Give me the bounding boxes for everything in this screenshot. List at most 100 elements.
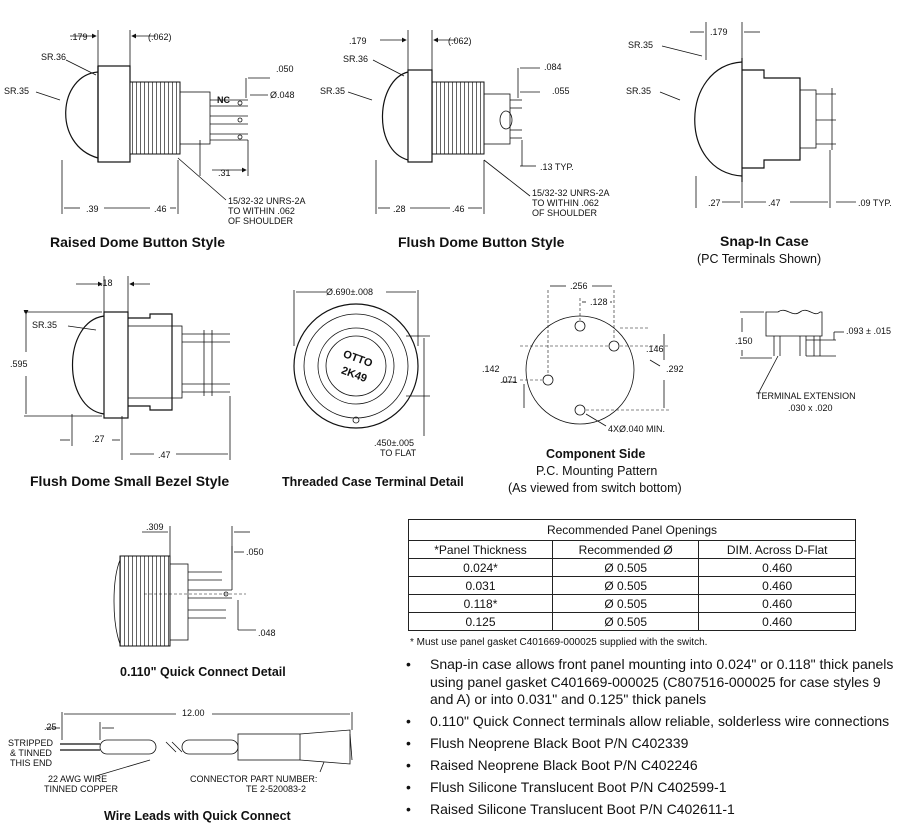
- list-item: Flush Neoprene Black Boot P/N C402339: [404, 735, 894, 753]
- raised-sr36: SR.36: [41, 52, 66, 62]
- snap-in-title: Snap-In Case: [720, 233, 809, 249]
- terminal-ext-drawing: [740, 309, 844, 395]
- pcb-dim-071: .071: [500, 375, 518, 385]
- table-row: 0.031 Ø 0.505 0.460: [408, 576, 856, 595]
- raised-dim-179: .179: [70, 32, 88, 42]
- flush-dim-179: .179: [349, 36, 367, 46]
- flush-dim-062: (.062): [448, 36, 472, 46]
- pcb-hole: [574, 320, 586, 332]
- raised-dim-050: .050: [276, 64, 294, 74]
- threaded-flat-2: TO FLAT: [380, 448, 417, 458]
- qc-dim-309: .309: [146, 522, 164, 532]
- panel-table-header: DIM. Across D-Flat: [698, 540, 856, 559]
- table-cell: Ø 0.505: [551, 612, 700, 631]
- list-item: Flush Silicone Translucent Boot P/N C402…: [404, 779, 894, 797]
- table-cell: Ø 0.505: [551, 594, 700, 613]
- bezel-sr35: SR.35: [32, 320, 57, 330]
- table-row: 0.125 Ø 0.505 0.460: [408, 612, 856, 631]
- wire-stripped-1: STRIPPED: [8, 738, 54, 748]
- raised-thread-2: TO WITHIN .062: [228, 206, 295, 216]
- snap-in-subtitle: (PC Terminals Shown): [697, 252, 821, 266]
- flush-thread-3: OF SHOULDER: [532, 208, 598, 218]
- wire-stripped-3: THIS END: [10, 758, 53, 768]
- raised-thread-1: 15/32-32 UNRS-2A: [228, 196, 306, 206]
- raised-dim-31: .31: [218, 168, 231, 178]
- pcb-dim-292: .292: [666, 364, 684, 374]
- raised-dim-46: .46: [154, 204, 167, 214]
- ext-dim-150: .150: [735, 336, 753, 346]
- feature-list: Snap-in case allows front panel mounting…: [404, 656, 894, 823]
- ext-label-2: .030 x .020: [788, 403, 833, 413]
- panel-table-header-row: *Panel Thickness Recommended Ø DIM. Acro…: [408, 540, 856, 559]
- pcb-dim-128: .128: [590, 297, 608, 307]
- pcb-dim-256: .256: [570, 281, 588, 291]
- flush-sr36: SR.36: [343, 54, 368, 64]
- threaded-case-drawing: [293, 290, 430, 436]
- table-cell: Ø 0.505: [551, 558, 700, 577]
- component-side-subtitle: P.C. Mounting Pattern: [536, 464, 657, 478]
- raised-dim-048: Ø.048: [270, 90, 295, 100]
- wire-awg-2: TINNED COPPER: [44, 784, 119, 794]
- bezel-dim-27: .27: [92, 434, 105, 444]
- component-side-title: Component Side: [546, 447, 645, 461]
- table-cell: 0.460: [698, 576, 856, 595]
- flush-dim-084: .084: [544, 62, 562, 72]
- small-bezel-drawing: [23, 276, 231, 460]
- component-side-drawing: [502, 285, 670, 427]
- table-cell: 0.024*: [408, 558, 553, 577]
- flush-thread-1: 15/32-32 UNRS-2A: [532, 188, 610, 198]
- wire-dim-1200: 12.00: [182, 708, 205, 718]
- bezel-dim-47: .47: [158, 450, 171, 460]
- table-cell: 0.125: [408, 612, 553, 631]
- wire-leads-title: Wire Leads with Quick Connect: [104, 809, 292, 823]
- quick-connect-title: 0.110" Quick Connect Detail: [120, 665, 286, 679]
- component-side-note: (As viewed from switch bottom): [508, 481, 682, 495]
- flush-dim-28: .28: [393, 204, 406, 214]
- qc-dim-050: .050: [246, 547, 264, 557]
- quick-connect-drawing: [113, 526, 256, 647]
- raised-thread-3: OF SHOULDER: [228, 216, 294, 226]
- flush-dome-drawing: [347, 30, 540, 214]
- wire-stripped-2: & TINNED: [10, 748, 52, 758]
- snap-sr35-mid: SR.35: [626, 86, 651, 96]
- list-item: Snap-in case allows front panel mounting…: [404, 656, 894, 709]
- flush-dim-055: .055: [552, 86, 570, 96]
- ext-dim-093: .093 ± .015: [846, 326, 891, 336]
- list-item: 0.110" Quick Connect terminals allow rel…: [404, 713, 894, 731]
- raised-dim-062: (.062): [148, 32, 172, 42]
- pcb-hole: [574, 404, 586, 416]
- list-item: Raised Silicone Translucent Boot P/N C40…: [404, 801, 894, 819]
- panel-openings-table: Recommended Panel Openings *Panel Thickn…: [408, 519, 856, 631]
- table-cell: 0.118*: [408, 594, 553, 613]
- raised-nc-mark: NC: [217, 95, 230, 105]
- snap-dim-47: .47: [768, 198, 781, 208]
- flush-dim-13: .13 TYP.: [540, 162, 574, 172]
- bezel-dim-595: .595: [10, 359, 28, 369]
- panel-table-header: *Panel Thickness: [408, 540, 553, 559]
- raised-sr35: SR.35: [4, 86, 29, 96]
- qc-dim-048: .048: [258, 628, 276, 638]
- flush-dim-46: .46: [452, 204, 465, 214]
- wire-dim-25: .25: [44, 722, 57, 732]
- panel-table-header: Recommended Ø: [551, 540, 700, 559]
- snap-dim-27: .27: [708, 198, 721, 208]
- wire-conn-2: TE 2-520083-2: [246, 784, 306, 794]
- small-bezel-title: Flush Dome Small Bezel Style: [30, 473, 229, 489]
- bezel-dim-18: .18: [100, 278, 113, 288]
- raised-dim-39: .39: [86, 204, 99, 214]
- flush-sr35: SR.35: [320, 86, 345, 96]
- table-cell: 0.031: [408, 576, 553, 595]
- table-cell: 0.460: [698, 612, 856, 631]
- table-row: 0.024* Ø 0.505 0.460: [408, 558, 856, 577]
- pcb-hole: [608, 340, 620, 352]
- table-cell: 0.460: [698, 594, 856, 613]
- list-item: Raised Neoprene Black Boot P/N C402246: [404, 757, 894, 775]
- table-cell: 0.460: [698, 558, 856, 577]
- threaded-dia: Ø.690±.008: [326, 287, 373, 297]
- raised-dome-title: Raised Dome Button Style: [50, 234, 225, 250]
- threaded-case-title: Threaded Case Terminal Detail: [282, 475, 464, 489]
- pcb-hole: [542, 374, 554, 386]
- flush-thread-2: TO WITHIN .062: [532, 198, 599, 208]
- raised-dome-drawing: [35, 30, 270, 214]
